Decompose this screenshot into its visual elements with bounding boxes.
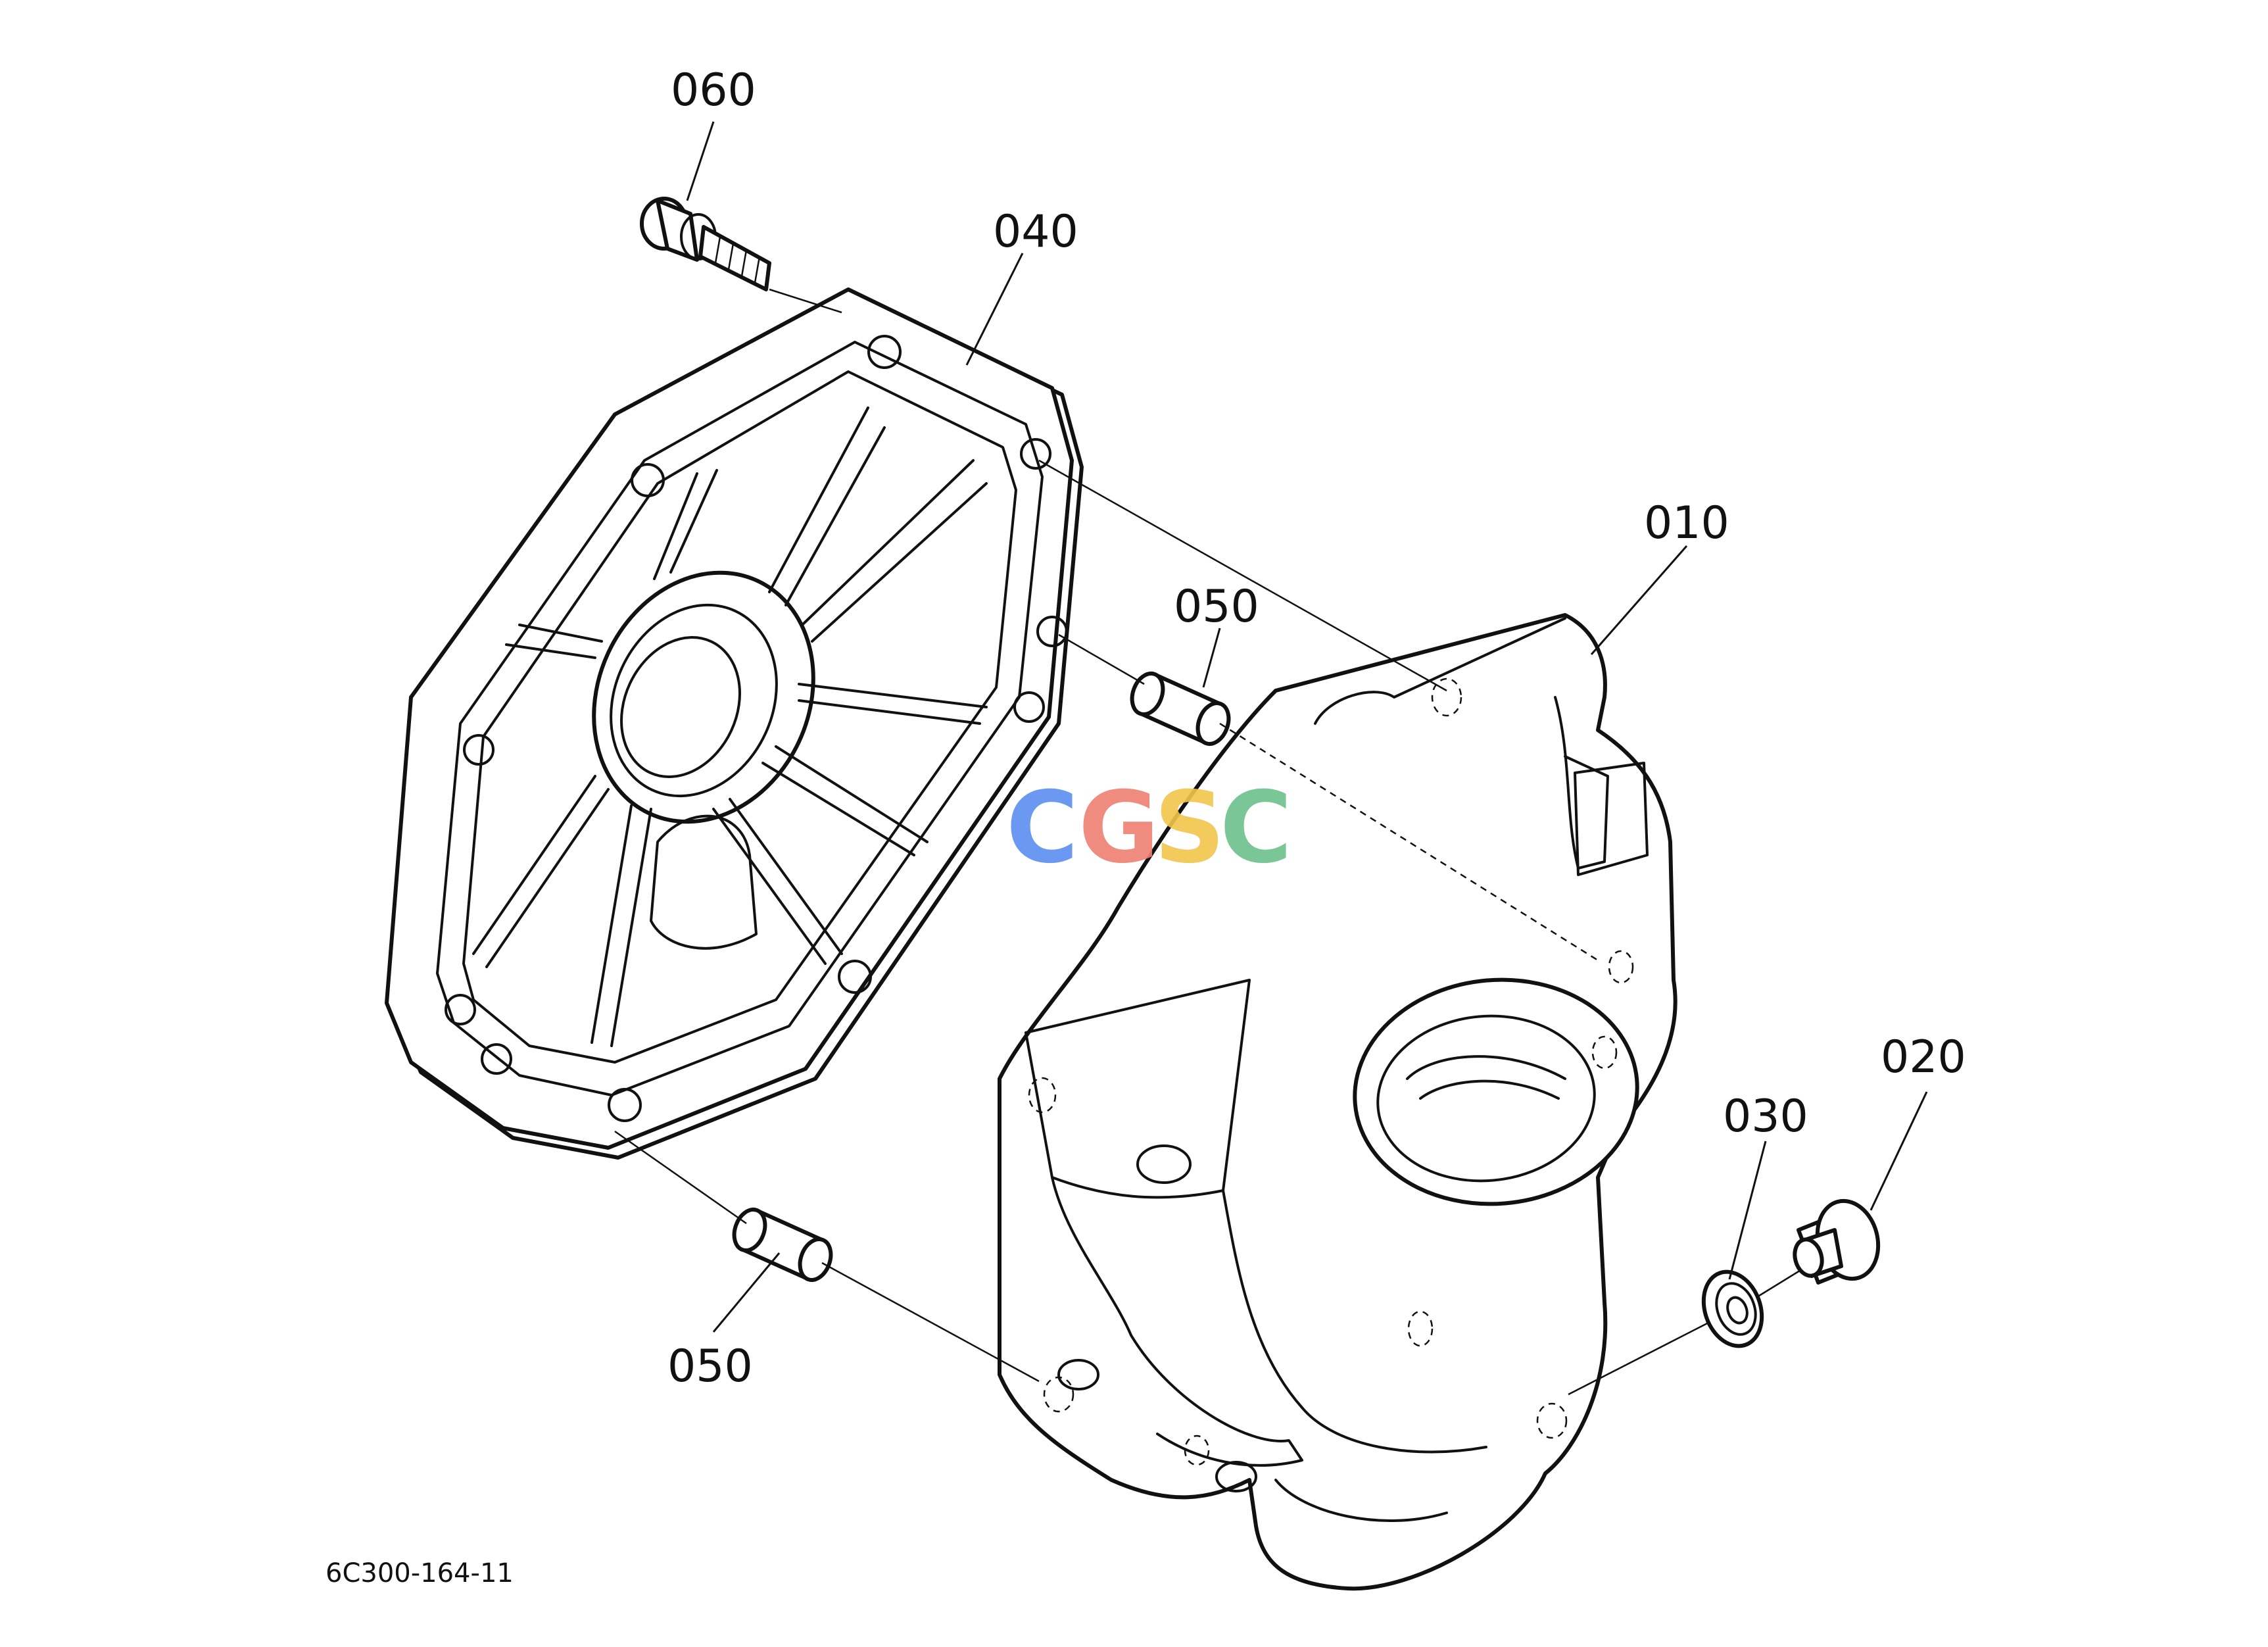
label-020: 020 xyxy=(1881,1031,1966,1083)
pin-050-lower xyxy=(732,1208,833,1282)
leader-lines xyxy=(686,121,1928,1333)
label-030: 030 xyxy=(1723,1091,1808,1143)
label-040: 040 xyxy=(993,206,1078,258)
label-060: 060 xyxy=(671,64,756,116)
pin-050-upper xyxy=(1130,672,1231,746)
cover-040 xyxy=(385,287,1084,1160)
bolt-060 xyxy=(640,197,771,291)
label-050-upper: 050 xyxy=(1174,581,1259,633)
washer-030 xyxy=(1701,1269,1764,1348)
watermark-logo: C G S C xyxy=(1006,771,1292,885)
label-050-lower: 050 xyxy=(667,1340,753,1392)
assembly-lines xyxy=(614,288,1802,1396)
watermark-letter-3: S xyxy=(1154,771,1225,885)
watermark-letter-4: C xyxy=(1220,771,1292,885)
watermark-letter-2: G xyxy=(1078,771,1159,885)
drawing-number: 6C300-164-11 xyxy=(326,1558,514,1588)
watermark-letter-1: C xyxy=(1006,771,1078,885)
plug-020 xyxy=(1793,1198,1881,1285)
housing-010 xyxy=(998,613,1677,1591)
label-010: 010 xyxy=(1644,497,1729,549)
